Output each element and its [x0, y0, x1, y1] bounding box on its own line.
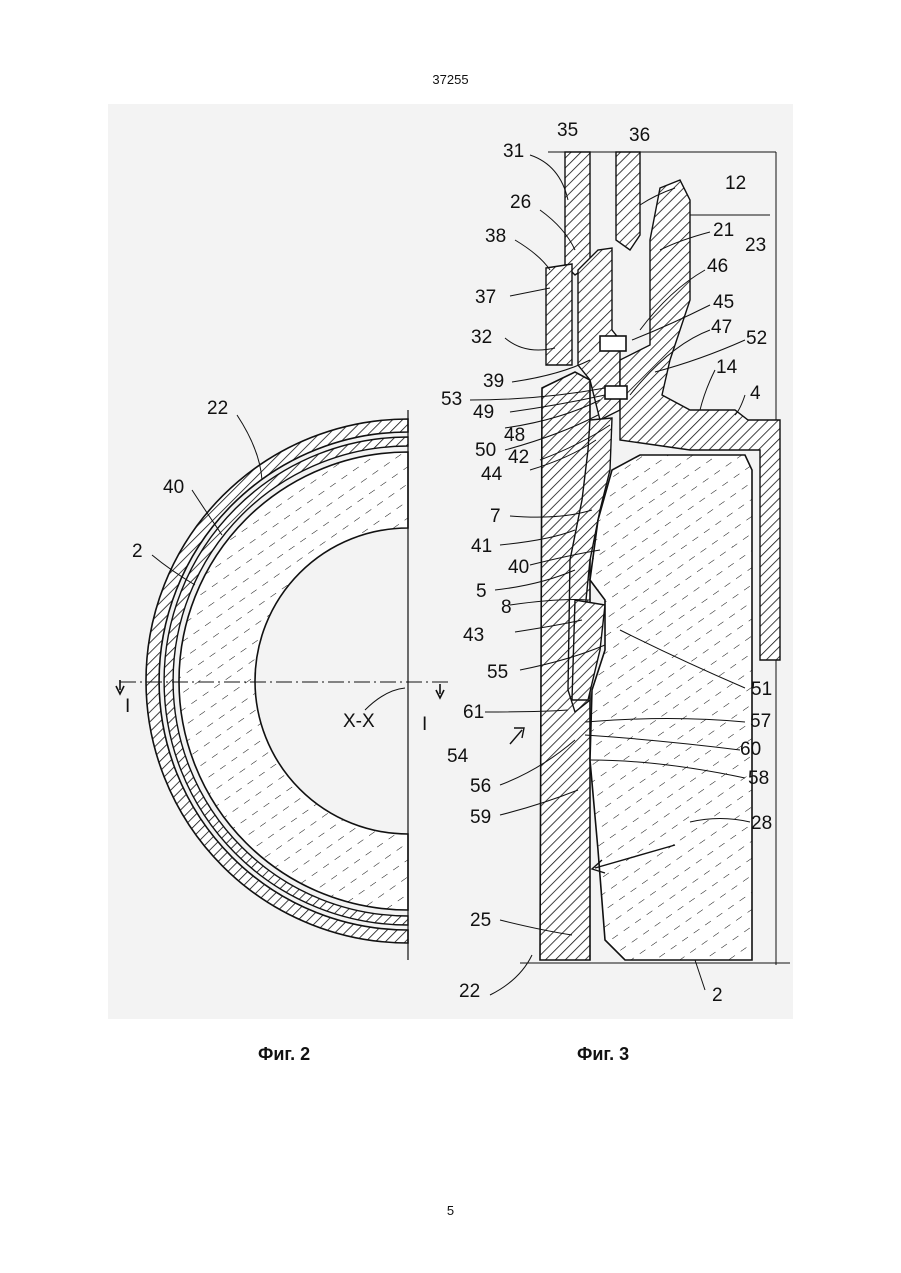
section-arrow-right [436, 684, 444, 698]
label-56: 56 [470, 776, 491, 797]
figure-3: 35 36 31 12 26 21 38 23 46 37 45 32 47 5… [441, 120, 790, 1006]
section-mark-left: I [125, 696, 130, 717]
label-7: 7 [490, 506, 501, 527]
label-47: 47 [711, 317, 732, 338]
seal-45 [600, 336, 626, 351]
label-49: 49 [473, 402, 494, 423]
sleeve-31 [565, 152, 590, 275]
label-42: 42 [508, 447, 529, 468]
label-51: 51 [751, 679, 772, 700]
label-25: 25 [470, 910, 491, 931]
arrow-54 [510, 728, 524, 744]
label-40: 40 [163, 477, 184, 498]
label-57: 57 [750, 711, 771, 732]
label-14: 14 [716, 357, 738, 378]
label-26: 26 [510, 192, 531, 213]
label-39: 39 [483, 371, 504, 392]
label-61: 61 [463, 702, 484, 723]
leader-axis [365, 688, 405, 710]
label-2: 2 [712, 985, 723, 1006]
label-23: 23 [745, 235, 766, 256]
label-37: 37 [475, 287, 496, 308]
label-22: 22 [459, 981, 480, 1002]
label-8: 8 [501, 597, 512, 618]
label-54: 54 [447, 746, 469, 767]
label-53: 53 [441, 389, 462, 410]
grain-2 [590, 455, 752, 960]
label-43: 43 [463, 625, 484, 646]
label-41: 41 [471, 536, 492, 557]
label-22: 22 [207, 398, 228, 419]
label-46: 46 [707, 256, 728, 277]
label-60: 60 [740, 739, 761, 760]
page-number: 5 [0, 1203, 901, 1218]
label-21: 21 [713, 220, 734, 241]
figure-2: 22 40 2 X-X I I [116, 398, 452, 960]
label-2: 2 [132, 541, 143, 562]
caption-fig-2: Фиг. 2 [258, 1044, 310, 1065]
label-12: 12 [725, 173, 746, 194]
axis-label: X-X [343, 711, 375, 732]
label-38: 38 [485, 226, 506, 247]
label-55: 55 [487, 662, 508, 683]
label-44: 44 [481, 464, 503, 485]
seal-48 [605, 386, 627, 399]
label-5: 5 [476, 581, 487, 602]
section-mark-right: I [422, 714, 427, 735]
caption-fig-3: Фиг. 3 [577, 1044, 629, 1065]
label-52: 52 [746, 328, 767, 349]
part-36 [616, 152, 640, 250]
label-45: 45 [713, 292, 734, 313]
label-4: 4 [750, 383, 761, 404]
label-32: 32 [471, 327, 492, 348]
label-36: 36 [629, 125, 650, 146]
label-59: 59 [470, 807, 491, 828]
label-58: 58 [748, 768, 769, 789]
label-50: 50 [475, 440, 496, 461]
ring-32 [546, 264, 572, 365]
label-28: 28 [751, 813, 772, 834]
label-31: 31 [503, 141, 524, 162]
label-35: 35 [557, 120, 578, 141]
label-40: 40 [508, 557, 529, 578]
label-48: 48 [504, 425, 525, 446]
